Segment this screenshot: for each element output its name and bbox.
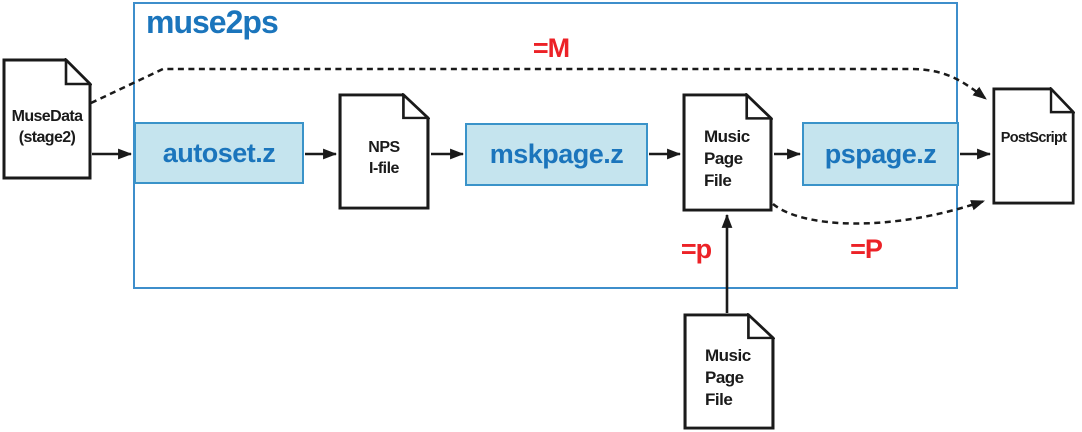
document-icon	[992, 87, 1075, 205]
node-nps-ifile: NPS I-file	[338, 93, 430, 210]
node-autoset-process: autoset.z	[134, 122, 304, 184]
node-music-page-file-input: Music Page File	[683, 313, 775, 430]
document-icon	[2, 58, 92, 180]
node-music-page-file: Music Page File	[682, 93, 773, 212]
document-icon	[683, 313, 775, 430]
diagram-title: muse2ps	[146, 4, 279, 40]
node-music-page-file-label: Music Page File	[704, 126, 750, 190]
flag-M-label: =M	[532, 33, 570, 63]
node-mskpage-process: mskpage.z	[465, 123, 648, 186]
node-music-page-file-input-label: Music Page File	[705, 345, 751, 409]
node-musedata-file: MuseData (stage2)	[2, 58, 92, 180]
document-icon	[338, 93, 430, 210]
node-pspage-process: pspage.z	[802, 122, 959, 186]
node-nps-ifile-label: NPS I-file	[368, 138, 400, 177]
node-postscript-file: PostScript	[992, 87, 1075, 205]
node-musedata-label: MuseData (stage2)	[11, 108, 83, 146]
flag-p-label: =p	[680, 234, 712, 264]
node-postscript-label: PostScript	[1000, 130, 1067, 146]
flag-P-label: =P	[850, 234, 883, 264]
